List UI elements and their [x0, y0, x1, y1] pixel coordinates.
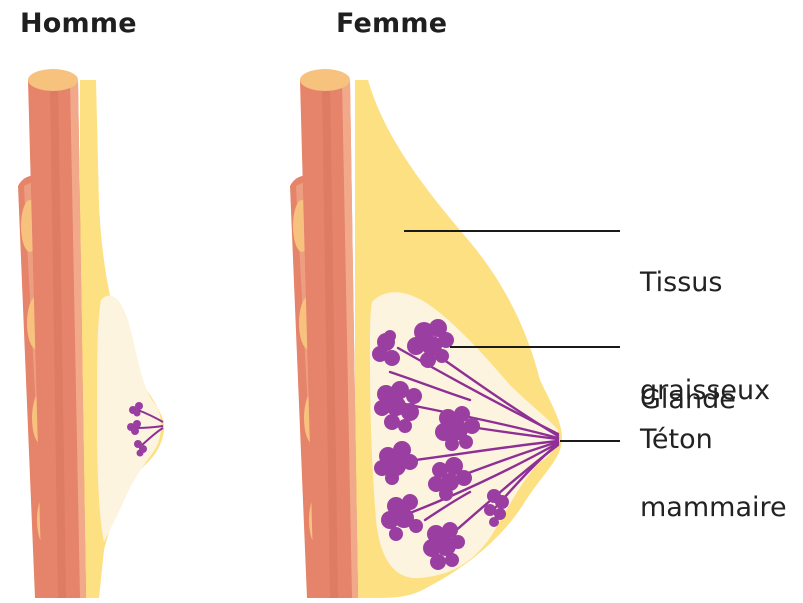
title-femme: Femme: [336, 8, 447, 39]
female-breast: [290, 69, 562, 598]
label-tissus-line1: Tissus: [640, 265, 770, 301]
male-gland-tissue: [97, 295, 161, 542]
male-muscle-top: [28, 69, 78, 91]
female-muscle-top: [300, 69, 350, 91]
label-teton: Téton: [640, 422, 713, 458]
label-glande-line1: Glande: [640, 382, 787, 418]
title-homme: Homme: [20, 8, 137, 39]
male-breast: [18, 69, 164, 598]
label-glande-line2: mammaire: [640, 490, 787, 526]
